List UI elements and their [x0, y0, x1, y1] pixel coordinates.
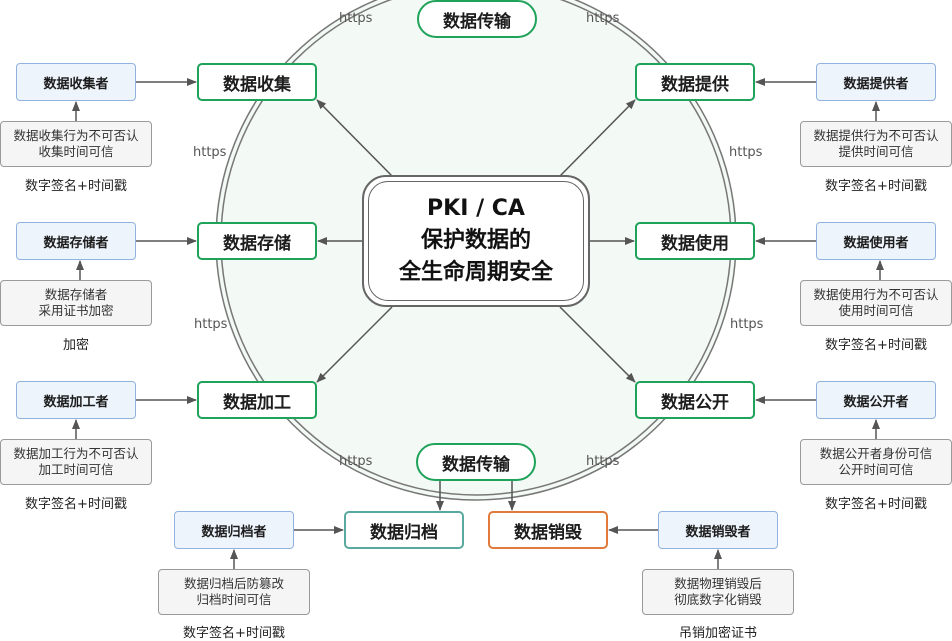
method-archiver: 数字签名+时间戳 — [183, 626, 285, 641]
center-subtitle-2: 全生命周期安全 — [398, 260, 553, 285]
actor-processor: 数据加工者 — [16, 381, 136, 419]
condition-collector: 数据收集行为不可否认 收集时间可信 — [0, 121, 152, 167]
condition-line: 数据存储者 — [44, 287, 108, 302]
method-provider: 数字签名+时间戳 — [825, 179, 927, 194]
method-storer: 加密 — [62, 338, 89, 353]
condition-line: 收集时间可信 — [38, 144, 114, 159]
stage-archive: 数据归档 — [344, 511, 464, 549]
method-collector: 数字签名+时间戳 — [25, 179, 127, 194]
condition-line: 数据公开者身份可信 — [819, 446, 933, 461]
stage-transmit-bottom: 数据传输 — [416, 443, 536, 481]
condition-line: 数据加工行为不可否认 — [13, 446, 139, 461]
center-title: PKI / CA — [427, 196, 525, 221]
condition-destroyer: 数据物理销毁后 彻底数字化销毁 — [642, 569, 794, 615]
condition-line: 数据收集行为不可否认 — [13, 128, 139, 143]
condition-provider: 数据提供行为不可否认 提供时间可信 — [800, 121, 952, 167]
protocol-label: https — [339, 11, 373, 26]
protocol-label: https — [730, 317, 764, 332]
arrow-center-to-process — [316, 306, 393, 383]
actor-collector: 数据收集者 — [16, 63, 136, 101]
condition-publisher: 数据公开者身份可信 公开时间可信 — [800, 439, 952, 485]
method-destroyer: 吊销加密证书 — [678, 626, 757, 641]
condition-line: 采用证书加密 — [38, 303, 114, 318]
stage-publish: 数据公开 — [635, 381, 755, 419]
condition-user: 数据使用行为不可否认 使用时间可信 — [800, 280, 952, 326]
method-user: 数字签名+时间戳 — [825, 338, 927, 353]
condition-storer: 数据存储者 采用证书加密 — [0, 280, 152, 326]
protocol-label: https — [339, 454, 373, 469]
stage-transmit-top: 数据传输 — [417, 0, 537, 38]
stage-collect: 数据收集 — [197, 63, 317, 101]
actor-destroyer: 数据销毁者 — [658, 511, 778, 549]
protocol-label: https — [729, 145, 763, 160]
stage-process: 数据加工 — [197, 381, 317, 419]
center-subtitle-1: 保护数据的 — [420, 228, 531, 253]
protocol-label: https — [586, 11, 620, 26]
arrow-center-to-provide — [559, 99, 636, 177]
condition-line: 数据物理销毁后 — [674, 576, 762, 591]
condition-archiver: 数据归档后防篡改 归档时间可信 — [158, 569, 310, 615]
method-publisher: 数字签名+时间戳 — [825, 497, 927, 512]
protocol-label: https — [193, 145, 227, 160]
protocol-label: https — [194, 317, 228, 332]
condition-processor: 数据加工行为不可否认 加工时间可信 — [0, 439, 152, 485]
actor-archiver: 数据归档者 — [174, 511, 294, 549]
condition-line: 加工时间可信 — [38, 462, 114, 477]
condition-line: 数据使用行为不可否认 — [813, 287, 939, 302]
center-hub: PKI / CA 保护数据的 全生命周期安全 — [362, 175, 590, 307]
actor-user: 数据使用者 — [816, 222, 936, 260]
actor-publisher: 数据公开者 — [816, 381, 936, 419]
condition-line: 数据归档后防篡改 — [183, 576, 284, 591]
actor-provider: 数据提供者 — [816, 63, 936, 101]
condition-line: 归档时间可信 — [196, 592, 272, 607]
actor-storer: 数据存储者 — [16, 222, 136, 260]
method-processor: 数字签名+时间戳 — [25, 497, 127, 512]
stage-use: 数据使用 — [635, 222, 755, 260]
arrow-center-to-publish — [559, 306, 636, 383]
arrow-center-to-collect — [316, 99, 393, 177]
center-hub-inner-border — [368, 181, 584, 301]
condition-line: 彻底数字化销毁 — [674, 592, 762, 607]
center-hub-text: PKI / CA 保护数据的 全生命周期安全 — [399, 193, 553, 289]
condition-line: 提供时间可信 — [838, 144, 914, 159]
stage-store: 数据存储 — [197, 222, 317, 260]
protocol-label: https — [586, 454, 620, 469]
condition-line: 使用时间可信 — [838, 303, 914, 318]
condition-line: 公开时间可信 — [838, 462, 914, 477]
condition-line: 数据提供行为不可否认 — [813, 128, 939, 143]
stage-provide: 数据提供 — [635, 63, 755, 101]
stage-destroy: 数据销毁 — [488, 511, 608, 549]
